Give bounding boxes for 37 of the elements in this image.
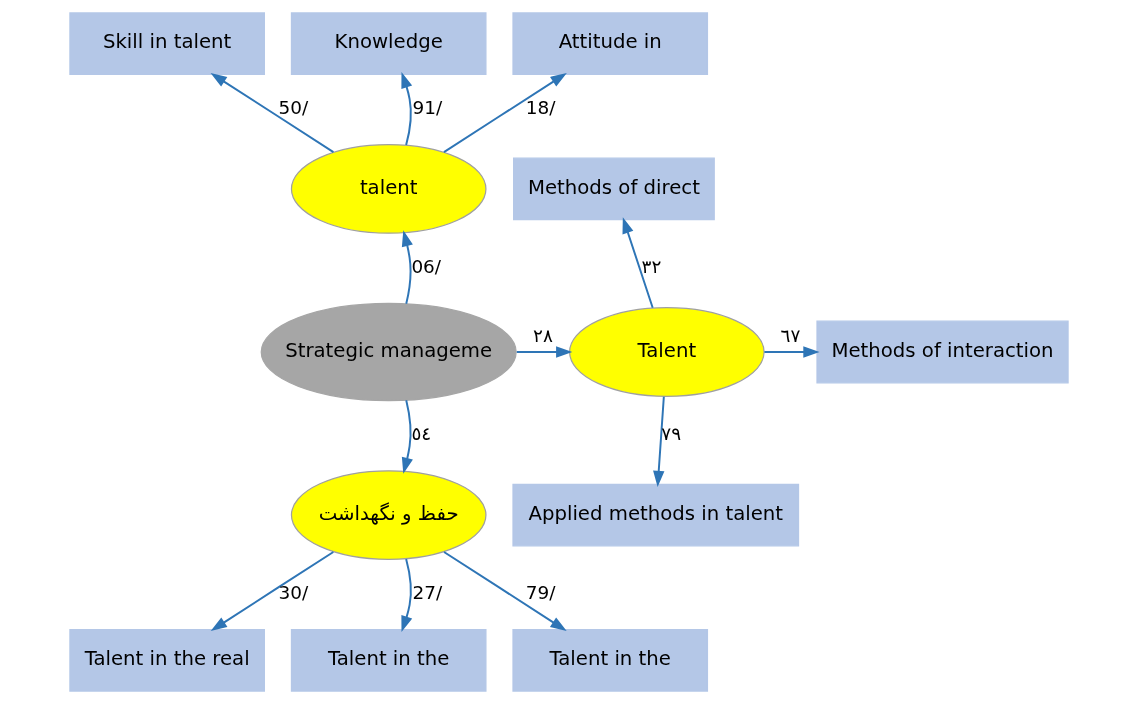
arrow (515, 346, 573, 358)
arrow (210, 550, 335, 631)
arrow (442, 72, 567, 154)
arrow (210, 72, 335, 154)
node-ellipse: حفظ و نگهداشت (290, 470, 487, 560)
arrow (763, 346, 820, 358)
node-box: Talent in the (290, 628, 487, 692)
arrow (401, 399, 413, 474)
edge-label: 06/ (411, 255, 442, 277)
edge-label: 79/ (525, 581, 556, 603)
node-box: Knowledge (290, 12, 487, 76)
node-ellipse: Strategic manageme (260, 302, 517, 402)
arrow (622, 217, 654, 309)
arrow (653, 395, 665, 488)
edge-label: ٦٧ (780, 325, 801, 347)
node-box: Attitude in (512, 12, 709, 76)
node-box: Methods of interaction (816, 320, 1069, 384)
arrow (401, 557, 413, 633)
node-box: Skill in talent (69, 12, 265, 76)
node-box: Applied methods in talent (512, 483, 800, 547)
edge-label: ٥٤ (411, 423, 432, 444)
edge-label: 91/ (412, 96, 443, 118)
node-box: Talent in the real (69, 628, 265, 692)
arrow (443, 550, 567, 631)
node-ellipse: Talent (569, 307, 765, 397)
arrow (401, 230, 413, 305)
edge-label: ٧٩ (661, 423, 682, 444)
edge-label: ٢٨ (533, 325, 553, 347)
node-box: Methods of direct (513, 157, 715, 221)
node-box: Talent in the (512, 628, 709, 692)
node-ellipse: talent (290, 144, 487, 234)
edge-label: 27/ (412, 581, 443, 603)
edge-label: 50/ (278, 96, 309, 118)
edge-label: ٣٢ (641, 255, 662, 277)
arrow (401, 71, 413, 147)
edge-label: 30/ (278, 581, 309, 603)
edge-label: 18/ (525, 96, 556, 118)
